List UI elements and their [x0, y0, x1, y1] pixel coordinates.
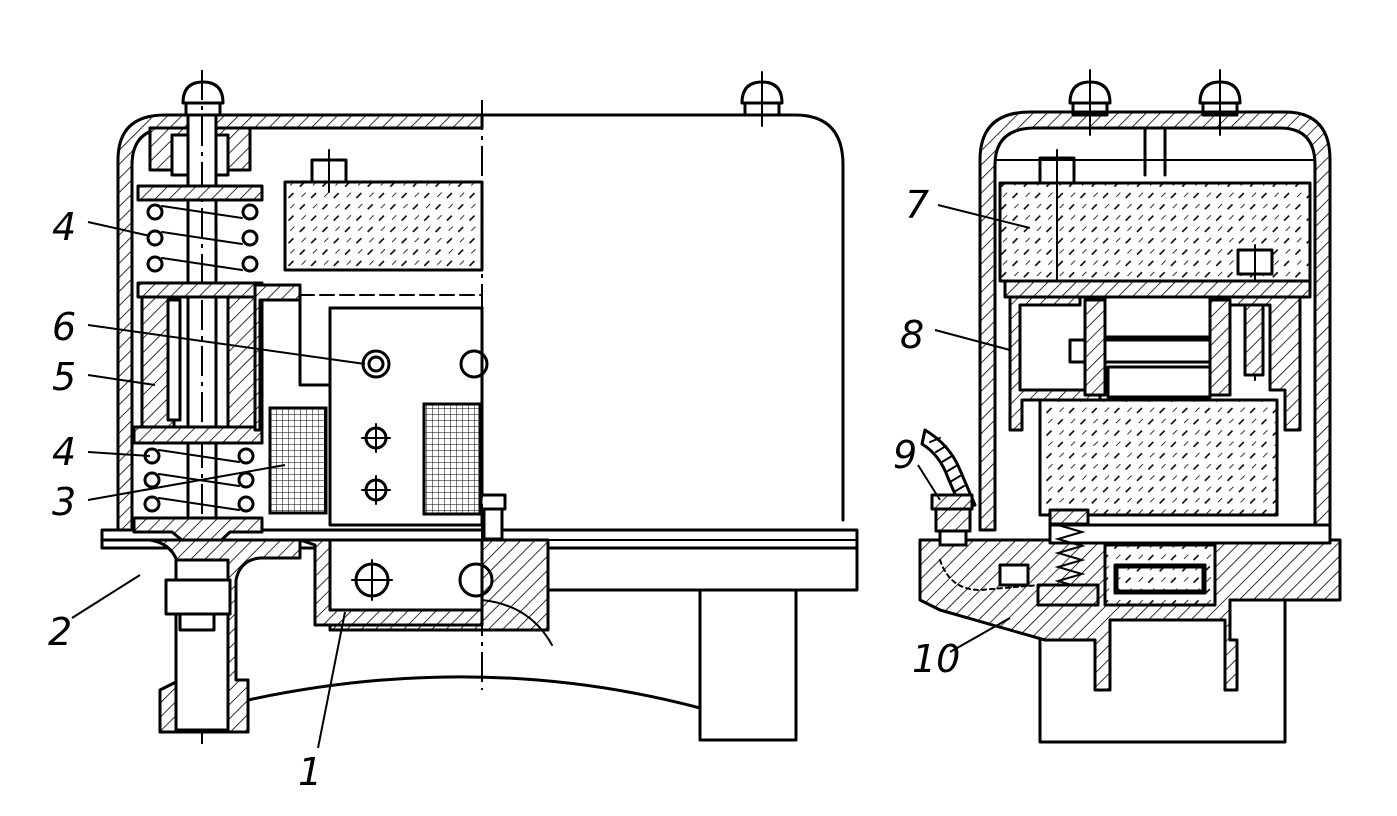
magnet-core-top: [283, 180, 484, 272]
coil-left: [268, 406, 328, 515]
frame-bracket: [258, 298, 484, 387]
leader-lines: [71, 204, 1031, 749]
label-9: 9: [893, 433, 917, 477]
lower-spring: [143, 447, 255, 513]
label-6: 6: [52, 305, 76, 349]
label-7: 7: [905, 183, 929, 227]
right-spring-10: [1036, 508, 1100, 607]
label-10: 10: [912, 637, 960, 681]
part-labels: 4 6 5 4 3 2 1 7 8 9 10: [48, 183, 960, 794]
pole-plate: [328, 538, 484, 612]
adjustment-scale-9: [920, 428, 977, 547]
upper-spring: [146, 203, 259, 273]
left-view: [100, 70, 859, 750]
label-4-upper: 4: [52, 205, 76, 249]
middle-washer: [136, 281, 264, 299]
coil-right: [422, 402, 482, 516]
cover-outline: [480, 113, 845, 522]
right-cap-nuts: [1068, 69, 1242, 136]
right-armature: [1038, 398, 1279, 517]
label-4-lower: 4: [52, 430, 76, 474]
cap-nut-right: [740, 71, 784, 127]
label-8: 8: [900, 313, 924, 357]
base-lower: [158, 588, 798, 742]
bottom-nut: [164, 578, 232, 616]
upper-washer: [136, 184, 264, 202]
right-view: [918, 69, 1342, 744]
lower-washer: [132, 425, 264, 445]
label-3: 3: [52, 480, 76, 524]
label-1: 1: [298, 750, 322, 794]
label-2: 2: [48, 610, 72, 654]
label-5: 5: [52, 355, 76, 399]
